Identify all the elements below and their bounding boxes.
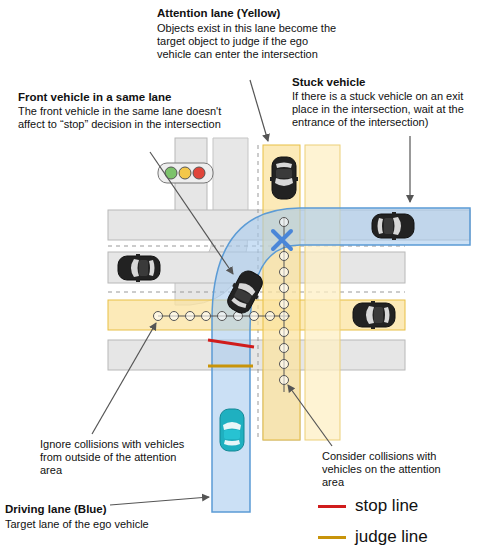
attention-lanes bbox=[108, 145, 405, 440]
road-lanes bbox=[108, 138, 470, 440]
annotation-text: The front vehicle in the same lane doesn… bbox=[18, 105, 246, 131]
annotation-text: Target lane of the ego vehicle bbox=[5, 518, 195, 531]
annotation-text: Consider collisions with vehicles on the… bbox=[322, 450, 462, 489]
legend-text: stop line bbox=[355, 496, 418, 516]
annotation-text: Ignore collisions with vehicles from out… bbox=[40, 438, 185, 477]
annotation-heading: Attention lane (Yellow) bbox=[157, 7, 357, 20]
annotation-text: If there is a stuck vehicle on an exit p… bbox=[292, 90, 488, 129]
traffic-light bbox=[158, 163, 213, 183]
legend-text: judge line bbox=[355, 527, 428, 547]
annotation-heading: Front vehicle in a same lane bbox=[18, 91, 238, 104]
path-points bbox=[154, 218, 291, 393]
legend-line-sample bbox=[318, 536, 346, 539]
stop-judge-lines bbox=[208, 340, 254, 366]
collision-mark bbox=[273, 231, 291, 249]
legend-line-sample bbox=[318, 505, 346, 508]
vehicles bbox=[118, 157, 414, 451]
annotation-heading: Stuck vehicle bbox=[292, 76, 452, 89]
annotation-heading: Driving lane (Blue) bbox=[5, 503, 165, 516]
annotation-text: Objects exist in this lane become the ta… bbox=[157, 22, 345, 61]
driving-lane bbox=[212, 208, 470, 512]
